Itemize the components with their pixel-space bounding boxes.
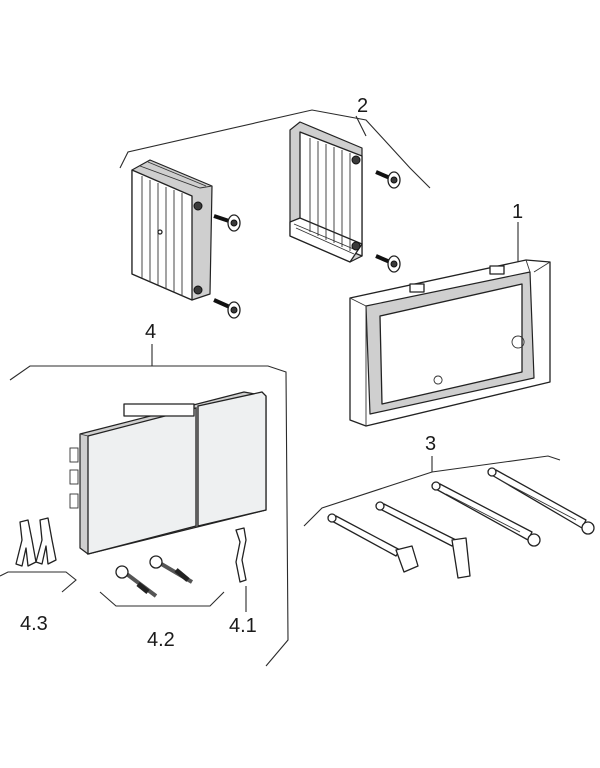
bracket-screw-1 — [213, 214, 241, 232]
stud-bolt-1 — [327, 513, 419, 573]
bracket-line-group-2 — [119, 109, 431, 189]
wall-mount-right — [35, 517, 57, 565]
mounting-bracket-right — [289, 121, 363, 263]
stud-bolt-2 — [375, 501, 471, 579]
actuator-plate — [69, 391, 267, 555]
label-part-2: 2 — [357, 95, 369, 117]
mounting-frame — [349, 259, 551, 427]
bracket-screw-4 — [375, 254, 401, 273]
bracket-screw-3 — [375, 170, 401, 189]
mounting-bracket-left — [131, 159, 213, 301]
bracket-line-group-4 — [9, 344, 289, 667]
bracket-line-group-4-3 — [0, 571, 77, 593]
bracket-line-group-4-2 — [99, 591, 225, 607]
clip-part — [235, 527, 247, 583]
actuator-screws — [115, 555, 194, 598]
bracket-screw-2 — [213, 298, 241, 319]
label-part-4-2: 4.2 — [147, 629, 175, 651]
stud-bolt-4 — [487, 467, 595, 535]
label-part-4-1: 4.1 — [229, 615, 257, 637]
wall-mount-left — [15, 519, 37, 567]
label-part-4: 4 — [145, 321, 157, 343]
stud-bolt-3 — [431, 481, 541, 547]
label-part-4-3: 4.3 — [20, 613, 48, 635]
label-part-1: 1 — [512, 201, 524, 223]
bracket-line-group-3 — [303, 455, 561, 527]
label-part-3: 3 — [425, 433, 437, 455]
